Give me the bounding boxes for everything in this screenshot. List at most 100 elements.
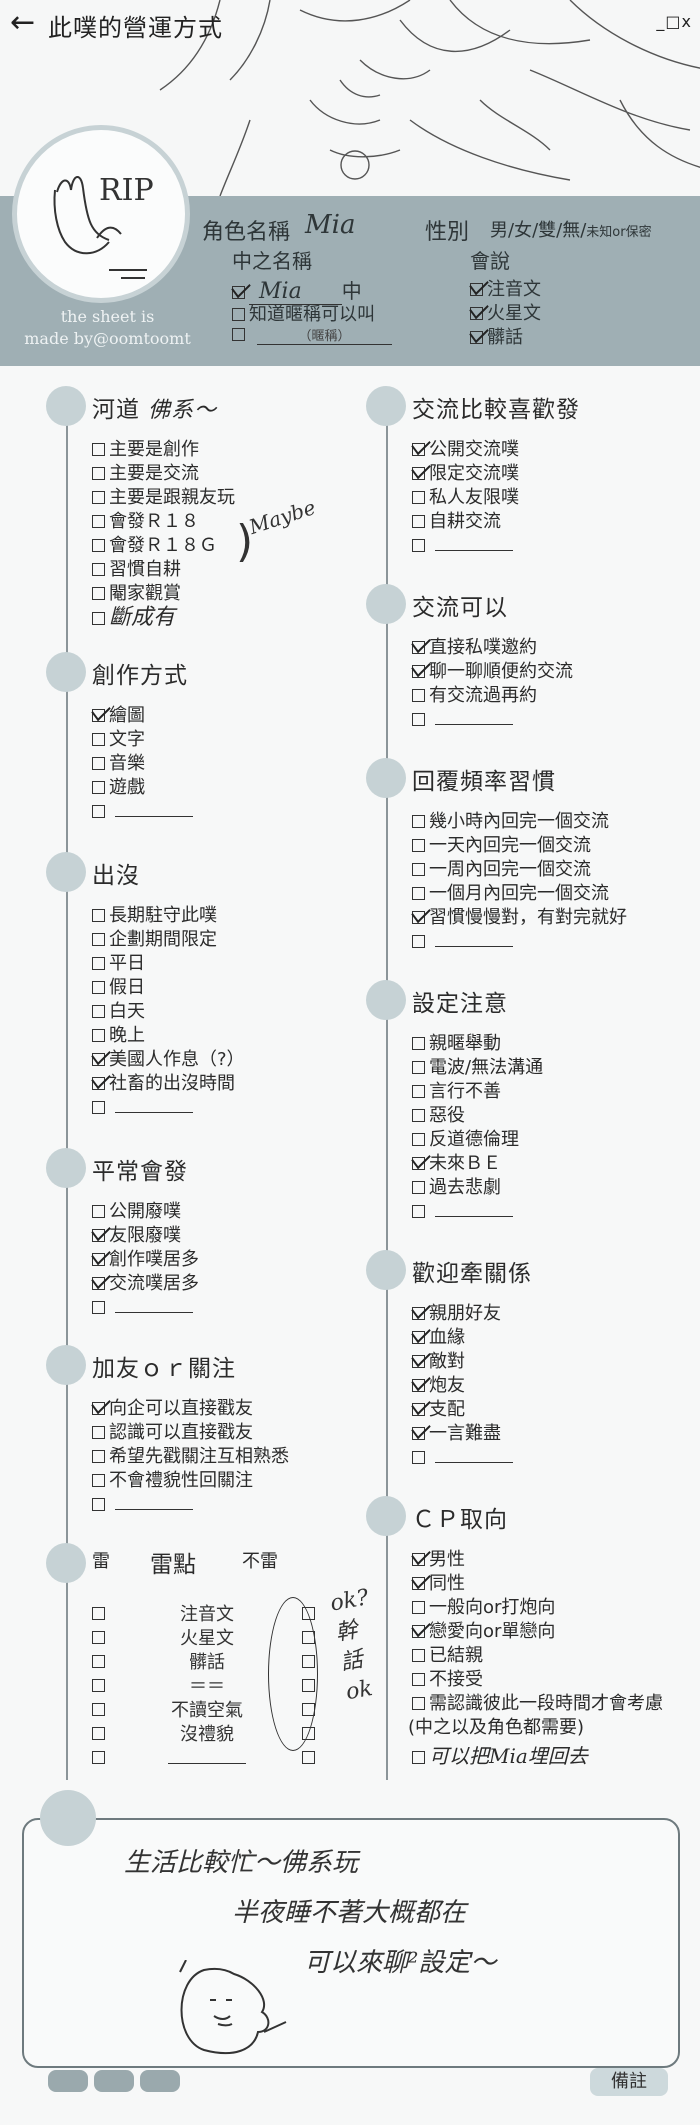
checkbox[interactable] bbox=[92, 1474, 105, 1487]
checkbox[interactable] bbox=[92, 1005, 105, 1018]
checkbox[interactable] bbox=[92, 957, 105, 970]
blank-line[interactable] bbox=[115, 815, 193, 817]
checkbox[interactable] bbox=[412, 1751, 425, 1764]
checkbox[interactable] bbox=[92, 1498, 105, 1511]
notes-button[interactable]: 備註 bbox=[590, 2068, 668, 2096]
checkbox[interactable] bbox=[92, 805, 105, 818]
checkbox[interactable] bbox=[412, 1379, 425, 1392]
checkbox[interactable] bbox=[412, 1625, 425, 1638]
checkbox[interactable] bbox=[412, 1157, 425, 1170]
checkbox[interactable] bbox=[412, 887, 425, 900]
footer-tab[interactable] bbox=[140, 2070, 180, 2092]
checkbox[interactable] bbox=[412, 1085, 425, 1098]
checkbox[interactable] bbox=[92, 1253, 105, 1266]
checkbox[interactable] bbox=[92, 781, 105, 794]
checkbox[interactable] bbox=[92, 981, 105, 994]
checkbox[interactable] bbox=[92, 443, 105, 456]
checkbox[interactable] bbox=[412, 935, 425, 948]
nickname-field[interactable]: （暱稱） bbox=[257, 325, 392, 345]
checkbox[interactable] bbox=[412, 1649, 425, 1662]
checkbox[interactable] bbox=[92, 933, 105, 946]
checkbox[interactable] bbox=[92, 1751, 105, 1764]
checkbox[interactable] bbox=[92, 1631, 105, 1644]
blank-line[interactable] bbox=[435, 1215, 513, 1217]
checkbox[interactable] bbox=[412, 1577, 425, 1590]
checkbox[interactable] bbox=[412, 1181, 425, 1194]
checkbox[interactable] bbox=[412, 1331, 425, 1344]
checkbox[interactable] bbox=[412, 1037, 425, 1050]
checkbox[interactable] bbox=[470, 331, 483, 344]
checkbox[interactable] bbox=[412, 1133, 425, 1146]
checkbox[interactable] bbox=[92, 1679, 105, 1692]
checkbox[interactable] bbox=[412, 641, 425, 654]
checkbox[interactable] bbox=[470, 307, 483, 320]
checkbox[interactable] bbox=[92, 1053, 105, 1066]
blank-line[interactable] bbox=[435, 1461, 513, 1463]
checkbox[interactable] bbox=[92, 612, 105, 625]
checkbox[interactable] bbox=[412, 467, 425, 480]
checkbox[interactable] bbox=[92, 757, 105, 770]
checkbox[interactable] bbox=[92, 709, 105, 722]
checkbox[interactable] bbox=[92, 1703, 105, 1716]
checkbox[interactable] bbox=[92, 1727, 105, 1740]
blank-line[interactable] bbox=[115, 1508, 193, 1510]
blank-line[interactable] bbox=[435, 723, 513, 725]
checkbox[interactable] bbox=[412, 1403, 425, 1416]
checkbox[interactable] bbox=[92, 1229, 105, 1242]
checkbox[interactable] bbox=[412, 839, 425, 852]
checkbox[interactable] bbox=[412, 1601, 425, 1614]
checkbox[interactable] bbox=[412, 1205, 425, 1218]
back-arrow-icon[interactable]: ← bbox=[10, 5, 36, 40]
checkbox[interactable] bbox=[92, 1077, 105, 1090]
checkbox[interactable] bbox=[92, 1301, 105, 1314]
checkbox[interactable] bbox=[412, 911, 425, 924]
checkbox[interactable] bbox=[92, 467, 105, 480]
checkbox[interactable] bbox=[92, 491, 105, 504]
window-controls[interactable]: _□x bbox=[656, 12, 692, 31]
blank-line[interactable] bbox=[435, 945, 513, 947]
checkbox[interactable] bbox=[412, 863, 425, 876]
checkbox[interactable] bbox=[412, 1697, 425, 1710]
checkbox[interactable] bbox=[412, 515, 425, 528]
checkbox[interactable] bbox=[412, 1673, 425, 1686]
checkbox[interactable] bbox=[92, 733, 105, 746]
checkbox[interactable] bbox=[412, 665, 425, 678]
checkbox[interactable] bbox=[92, 1277, 105, 1290]
checkbox[interactable] bbox=[412, 1355, 425, 1368]
memo-box[interactable]: 生活比較忙～佛系玩 半夜睡不著大概都在 可以來聊²設定～ bbox=[22, 1818, 680, 2068]
checkbox[interactable] bbox=[92, 587, 105, 600]
checkbox[interactable] bbox=[92, 909, 105, 922]
blank-line[interactable] bbox=[115, 1311, 193, 1313]
checkbox[interactable] bbox=[412, 443, 425, 456]
checkbox[interactable] bbox=[92, 1101, 105, 1114]
checkbox[interactable] bbox=[92, 1205, 105, 1218]
checkbox[interactable] bbox=[412, 1109, 425, 1122]
checkbox[interactable] bbox=[412, 539, 425, 552]
checkbox[interactable] bbox=[232, 286, 245, 299]
checkbox[interactable] bbox=[412, 815, 425, 828]
checkbox[interactable] bbox=[412, 1553, 425, 1566]
checkbox[interactable] bbox=[302, 1751, 315, 1764]
checkbox[interactable] bbox=[412, 491, 425, 504]
checkbox[interactable] bbox=[92, 1655, 105, 1668]
checkbox[interactable] bbox=[92, 1426, 105, 1439]
checkbox[interactable] bbox=[412, 1451, 425, 1464]
checkbox[interactable] bbox=[92, 1029, 105, 1042]
checkbox[interactable] bbox=[412, 713, 425, 726]
checkbox[interactable] bbox=[92, 1607, 105, 1620]
checkbox[interactable] bbox=[412, 1307, 425, 1320]
checkbox[interactable] bbox=[92, 539, 105, 552]
footer-tab[interactable] bbox=[48, 2070, 88, 2092]
blank-line[interactable] bbox=[115, 1111, 193, 1113]
blank-line[interactable] bbox=[435, 549, 513, 551]
footer-tab[interactable] bbox=[94, 2070, 134, 2092]
checkbox[interactable] bbox=[92, 563, 105, 576]
checkbox[interactable] bbox=[92, 1402, 105, 1415]
checkbox[interactable] bbox=[470, 283, 483, 296]
checkbox[interactable] bbox=[412, 1427, 425, 1440]
checkbox[interactable] bbox=[92, 515, 105, 528]
checkbox[interactable] bbox=[232, 308, 245, 321]
checkbox[interactable] bbox=[412, 1061, 425, 1074]
checkbox[interactable] bbox=[232, 328, 245, 341]
checkbox[interactable] bbox=[412, 689, 425, 702]
